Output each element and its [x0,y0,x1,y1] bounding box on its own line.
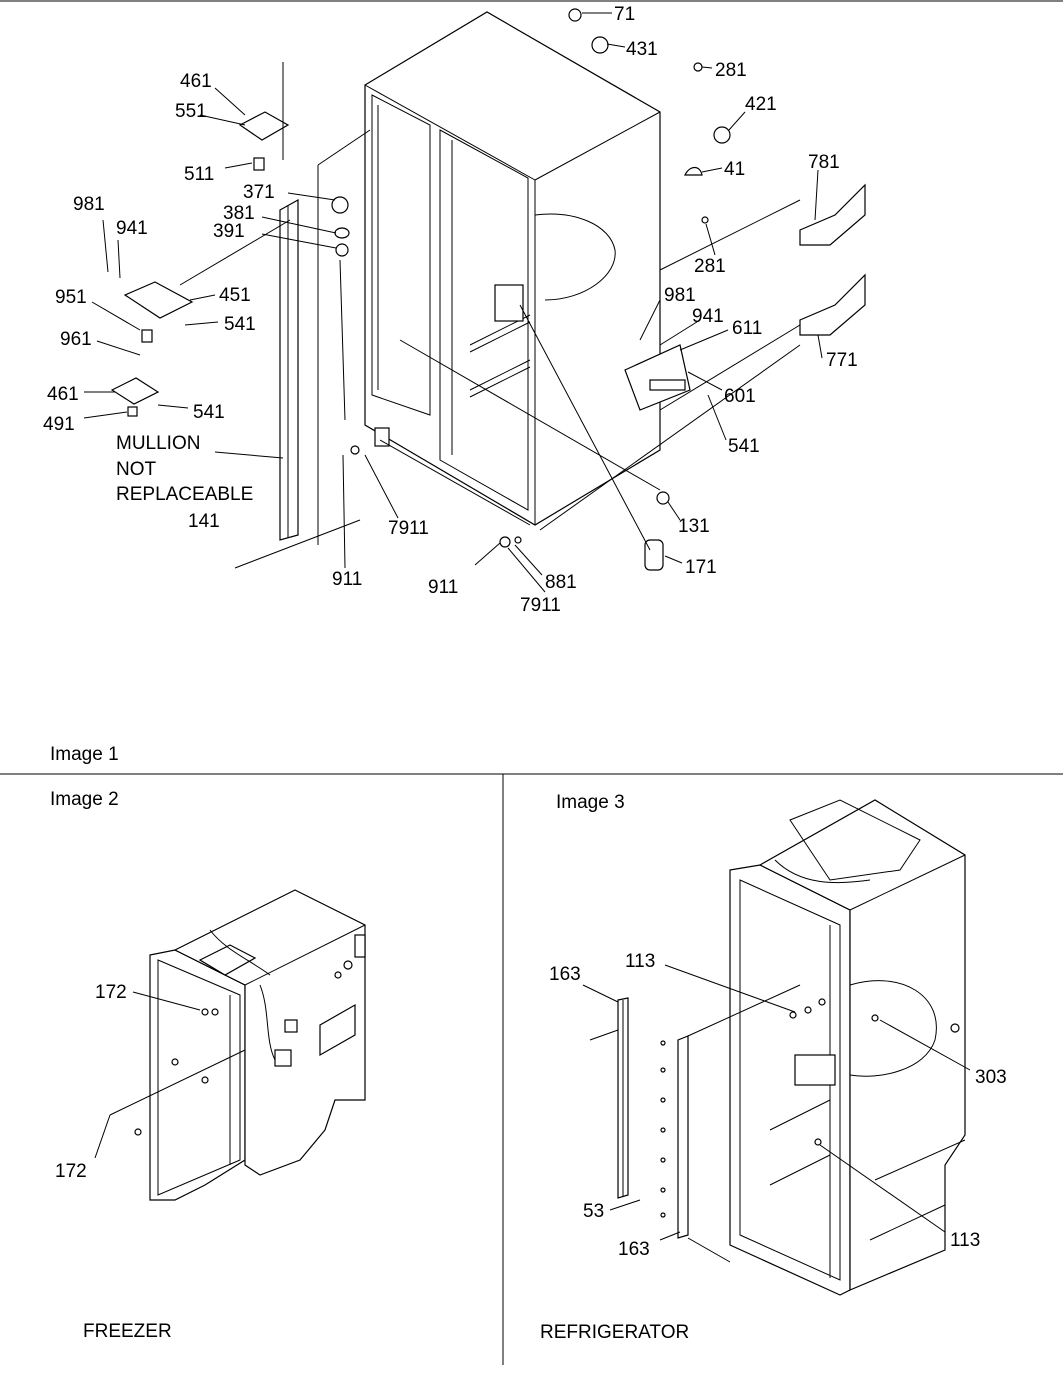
refrigerator-label: REFRIGERATOR [540,1322,689,1343]
callout-label: 911 [332,569,362,590]
callout-label: 981 [664,285,696,306]
image1-callouts: 71 431 281 421 41 781 281 771 461 551 51… [43,4,858,616]
callout-label: 7911 [520,595,561,616]
callout-label: 303 [975,1067,1007,1088]
callout-label: 961 [60,329,92,350]
callout-label: 771 [826,350,858,371]
image3-leaders [582,964,971,1241]
callout-label: 941 [692,306,724,327]
callout-label: 911 [428,577,458,598]
callout-label: 381 [223,203,255,224]
callout-label: 71 [614,4,635,25]
freezer-label: FREEZER [83,1321,172,1342]
callout-label: 281 [694,256,726,277]
mullion-note-line: NOT [116,459,157,480]
image1-drawing [110,8,866,571]
callout-label: 601 [724,386,756,407]
callout-label: 541 [224,314,256,335]
mullion-note-line: MULLION [116,433,200,454]
callout-label: 881 [545,572,577,593]
callout-label: 461 [180,71,212,92]
callout-label: 53 [583,1201,604,1222]
image3-drawing [589,799,966,1296]
callout-label: 981 [73,194,105,215]
callout-label: 131 [678,516,710,537]
callout-label: 951 [55,287,87,308]
image1-leaders [83,12,823,593]
mullion-note-line: REPLACEABLE [116,484,253,505]
callout-label: 941 [116,218,148,239]
callout-label: 171 [685,557,717,578]
callout-label: 781 [808,152,840,173]
callout-label: 281 [715,60,747,81]
callout-label: 163 [618,1239,650,1260]
callout-label: 421 [745,94,777,115]
callout-label: 391 [213,221,245,242]
image1-caption: Image 1 [50,744,119,765]
mullion-note: MULLION NOT REPLACEABLE [116,433,253,505]
image2-drawing [109,889,366,1201]
callout-label: 141 [188,511,220,532]
callout-label: 172 [55,1161,87,1182]
callout-label: 451 [219,285,251,306]
image2-leaders [94,991,201,1159]
callout-label: 113 [950,1230,980,1251]
image2-caption: Image 2 [50,789,119,810]
callout-label: 611 [732,318,762,339]
callout-label: 371 [243,182,275,203]
callout-label: 41 [724,159,745,180]
callout-label: 113 [625,951,655,972]
callout-label: 7911 [388,518,429,539]
callout-label: 172 [95,982,127,1003]
callout-label: 491 [43,414,75,435]
callout-label: 431 [626,39,658,60]
callout-label: 461 [47,384,79,405]
callout-label: 163 [549,964,581,985]
callout-label: 541 [193,402,225,423]
callout-label: 541 [728,436,760,457]
callout-label: 511 [184,164,214,185]
image3-caption: Image 3 [556,792,625,813]
callout-label: 551 [175,101,207,122]
